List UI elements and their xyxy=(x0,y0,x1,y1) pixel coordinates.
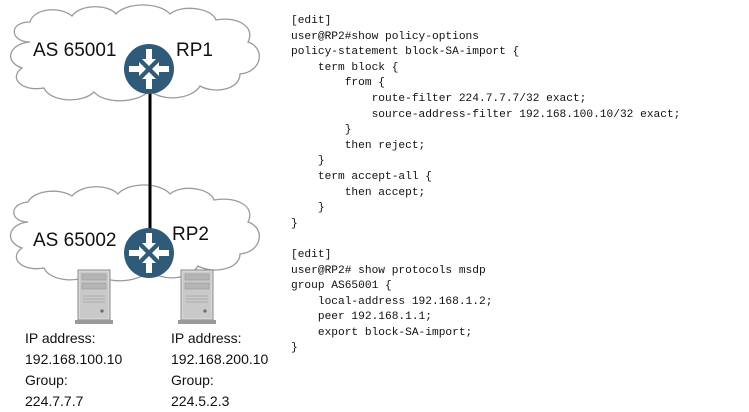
config-line: term block { xyxy=(291,61,399,74)
host-info-left: IP address: 192.168.100.10 Group: 224.7.… xyxy=(25,328,122,412)
router-label-top: RP1 xyxy=(176,40,213,61)
config-line: [edit] xyxy=(291,15,332,27)
ip-value: 192.168.200.10 xyxy=(171,351,269,367)
router-icon xyxy=(124,228,174,278)
config-line: local-address 192.168.1.2; xyxy=(291,295,493,308)
server-icon xyxy=(177,269,217,325)
group-value: 224.7.7.7 xyxy=(25,393,84,409)
ip-label: IP address: xyxy=(171,330,242,346)
config-line: route-filter 224.7.7.7/32 exact; xyxy=(291,92,587,105)
config-line: then reject; xyxy=(291,139,426,152)
config-line: } xyxy=(291,217,298,230)
network-diagram xyxy=(10,4,260,325)
as-label-bottom: AS 65002 xyxy=(33,230,117,251)
as-label-top: AS 65001 xyxy=(33,40,117,61)
server-icon xyxy=(74,269,114,325)
router-label-bottom: RP2 xyxy=(172,224,209,245)
group-value: 224.5.2.3 xyxy=(171,393,230,409)
config-line: policy-statement block-SA-import { xyxy=(291,46,520,59)
config-line: } xyxy=(291,342,298,355)
config-line: then accept; xyxy=(291,186,426,199)
ip-value: 192.168.100.10 xyxy=(25,351,123,367)
config-line: peer 192.168.1.1; xyxy=(291,311,432,324)
config-line: user@RP2#show policy-options xyxy=(291,30,479,43)
config-line: } xyxy=(291,155,325,168)
ip-label: IP address: xyxy=(25,330,96,346)
config-line: } xyxy=(291,202,325,215)
config-line: user@RP2# show protocols msdp xyxy=(291,264,486,277)
group-label: Group: xyxy=(171,372,214,388)
config-line: export block-SA-import; xyxy=(291,326,473,339)
config-line: term accept-all { xyxy=(291,170,432,183)
config-line: source-address-filter 192.168.100.10/32 … xyxy=(291,108,681,121)
config-line: } xyxy=(291,124,352,137)
host-info-right: IP address: 192.168.200.10 Group: 224.5.… xyxy=(171,328,268,412)
config-line: group AS65001 { xyxy=(291,280,392,293)
config-line: from { xyxy=(291,77,385,90)
router-icon xyxy=(124,44,174,94)
group-label: Group: xyxy=(25,372,68,388)
config-line: [edit] xyxy=(291,248,332,261)
config-line xyxy=(291,232,680,248)
config-listing: [edit] user@RP2#show policy-options policy… xyxy=(291,14,680,357)
